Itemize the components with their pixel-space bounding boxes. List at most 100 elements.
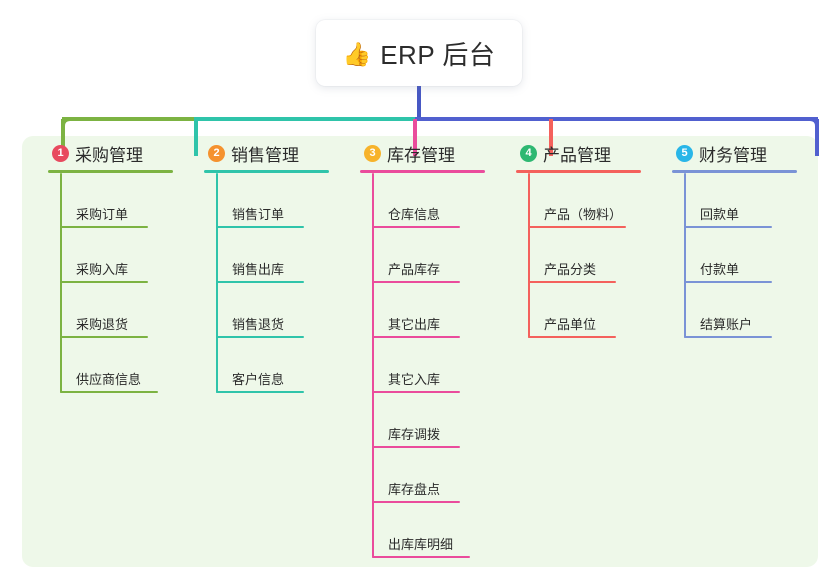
list-item-label: 付款单 (700, 262, 740, 277)
list-item-rule (372, 556, 470, 558)
list-item-rule (216, 391, 304, 393)
list-item-rule (528, 336, 616, 338)
list-item-label: 产品分类 (544, 262, 597, 277)
list-item-rule (528, 226, 626, 228)
root-title: ERP 后台 (380, 39, 496, 70)
list-item-rule (372, 336, 460, 338)
list-item-rule (60, 226, 148, 228)
list-item[interactable]: 采购入库 (60, 228, 194, 283)
list-item-rule (216, 226, 304, 228)
column-item-list: 仓库信息产品库存其它出库其它入库库存调拨库存盘点出库库明细 (372, 173, 506, 558)
list-item-label: 结算账户 (700, 317, 753, 332)
list-item[interactable]: 其它入库 (372, 338, 506, 393)
column-index-badge: 2 (208, 144, 225, 162)
list-item[interactable]: 出库库明细 (372, 503, 506, 558)
column-spine (372, 173, 374, 558)
list-item-label: 供应商信息 (76, 372, 142, 387)
list-item[interactable]: 库存盘点 (372, 448, 506, 503)
column-header-rule (360, 170, 485, 173)
list-item-rule (216, 336, 304, 338)
list-item-rule (684, 281, 772, 283)
list-item[interactable]: 回款单 (684, 173, 818, 228)
list-item[interactable]: 销售退货 (216, 283, 350, 338)
column-item-list: 销售订单销售出库销售退货客户信息 (216, 173, 350, 393)
list-item-rule (684, 336, 772, 338)
column-header-rule (672, 170, 797, 173)
column-spine (684, 173, 686, 338)
list-item-label: 仓库信息 (388, 207, 441, 222)
list-item-rule (216, 281, 304, 283)
list-item[interactable]: 销售订单 (216, 173, 350, 228)
list-item-label: 产品单位 (544, 317, 597, 332)
column-index-badge: 1 (52, 144, 69, 162)
root-node[interactable]: 👍 ERP 后台 (316, 20, 522, 86)
list-item-rule (60, 391, 158, 393)
column-财务管理: 5 财务管理回款单付款单结算账户 (662, 136, 818, 567)
list-item[interactable]: 产品（物料） (528, 173, 662, 228)
list-item-label: 产品（物料） (544, 207, 623, 222)
list-item-label: 出库库明细 (388, 537, 454, 552)
column-item-list: 产品（物料） 产品分类产品单位 (528, 173, 662, 338)
column-item-list: 采购订单采购入库采购退货供应商信息 (60, 173, 194, 393)
column-title: 库存管理 (387, 145, 455, 165)
list-item-label: 其它出库 (388, 317, 441, 332)
list-item[interactable]: 产品分类 (528, 228, 662, 283)
column-spine (60, 173, 62, 393)
list-item[interactable]: 其它出库 (372, 283, 506, 338)
list-item[interactable]: 库存调拨 (372, 393, 506, 448)
list-item-label: 回款单 (700, 207, 740, 222)
list-item-label: 产品库存 (388, 262, 441, 277)
column-header-rule (48, 170, 173, 173)
list-item-label: 采购入库 (76, 262, 129, 277)
list-item-rule (372, 501, 460, 503)
list-item-label: 采购订单 (76, 207, 129, 222)
column-header-rule (204, 170, 329, 173)
column-index-badge: 4 (520, 144, 537, 162)
list-item-rule (60, 281, 148, 283)
list-item-rule (372, 281, 460, 283)
column-库存管理: 3 库存管理仓库信息产品库存其它出库其它入库库存调拨库存盘点出库库明细 (350, 136, 506, 567)
column-item-list: 回款单付款单结算账户 (684, 173, 818, 338)
column-spine (528, 173, 530, 338)
list-item[interactable]: 采购订单 (60, 173, 194, 228)
list-item[interactable]: 产品库存 (372, 228, 506, 283)
column-产品管理: 4 产品管理产品（物料） 产品分类产品单位 (506, 136, 662, 567)
thumbs-up-icon: 👍 (342, 40, 372, 67)
column-header-rule (516, 170, 641, 173)
list-item[interactable]: 客户信息 (216, 338, 350, 393)
column-spine (216, 173, 218, 393)
list-item[interactable]: 采购退货 (60, 283, 194, 338)
list-item-label: 其它入库 (388, 372, 441, 387)
list-item-label: 销售退货 (232, 317, 285, 332)
column-header[interactable]: 3 库存管理 (350, 136, 506, 170)
list-item-label: 客户信息 (232, 372, 285, 387)
list-item[interactable]: 产品单位 (528, 283, 662, 338)
column-title: 财务管理 (699, 145, 767, 165)
column-index-badge: 3 (364, 144, 381, 162)
list-item-label: 销售出库 (232, 262, 285, 277)
column-header[interactable]: 5 财务管理 (662, 136, 818, 170)
list-item-label: 采购退货 (76, 317, 129, 332)
list-item[interactable]: 供应商信息 (60, 338, 194, 393)
column-title: 销售管理 (231, 145, 299, 165)
list-item-rule (60, 336, 148, 338)
list-item[interactable]: 付款单 (684, 228, 818, 283)
column-header[interactable]: 4 产品管理 (506, 136, 662, 170)
list-item[interactable]: 结算账户 (684, 283, 818, 338)
list-item-rule (528, 281, 616, 283)
list-item-label: 库存调拨 (388, 427, 441, 442)
column-title: 产品管理 (543, 145, 611, 165)
list-item-label: 库存盘点 (388, 482, 441, 497)
list-item[interactable]: 销售出库 (216, 228, 350, 283)
column-header[interactable]: 2 销售管理 (194, 136, 350, 170)
list-item-rule (372, 391, 460, 393)
list-item-rule (684, 226, 772, 228)
list-item-rule (372, 226, 460, 228)
list-item[interactable]: 仓库信息 (372, 173, 506, 228)
column-index-badge: 5 (676, 144, 693, 162)
column-销售管理: 2 销售管理销售订单销售出库销售退货客户信息 (194, 136, 350, 567)
